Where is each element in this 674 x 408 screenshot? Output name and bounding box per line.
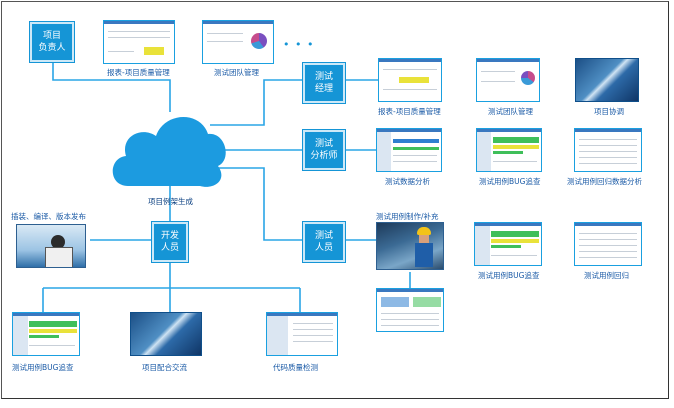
caption-dev-bug: 测试用例BUG追查 [12, 363, 74, 372]
thumb-dev-quality [266, 312, 338, 356]
thumb-analyst-data [376, 128, 442, 172]
caption-analyst-data: 测试数据分析 [385, 177, 430, 186]
role-developer: 开发 人员 [151, 221, 189, 263]
thumb-dev-bug [12, 312, 80, 356]
line-cloud-manager [210, 79, 303, 126]
role-project-lead: 项目 负责人 [29, 21, 75, 63]
line-lead-cloud [52, 62, 171, 112]
role-tester: 测试 人员 [302, 221, 346, 263]
thumb-tester-bug [474, 222, 542, 266]
caption-mgr-coord: 项目协调 [594, 107, 624, 116]
thumb-tester-screen [376, 288, 444, 332]
role-test-analyst: 测试 分析师 [302, 129, 346, 171]
thumb-mgr-team [476, 58, 540, 102]
thumb-analyst-regress [574, 128, 642, 172]
caption-analyst-bug: 测试用例BUG追查 [479, 177, 541, 186]
caption-dev-comm: 项目配合交流 [142, 363, 187, 372]
ellipsis-more: • • • [283, 38, 315, 51]
thumb-lead-reports [103, 20, 175, 64]
thumb-mgr-coord [575, 58, 639, 102]
thumb-tester-make [376, 222, 444, 270]
thumb-dev-comm [130, 312, 202, 356]
thumb-mgr-reports [378, 58, 442, 102]
caption-lead-reports: 报表-项目质量管理 [107, 68, 170, 77]
caption-analyst-regress: 测试用例回归数据分析 [567, 177, 642, 186]
thumb-tester-regress [574, 222, 642, 266]
diagram-border [1, 1, 669, 399]
line-cloud-tester [210, 167, 303, 241]
caption-mgr-reports: 报表-项目质量管理 [378, 107, 441, 116]
caption-lead-team: 测试团队管理 [214, 68, 259, 77]
caption-mgr-team: 测试团队管理 [488, 107, 533, 116]
caption-dev-quality: 代码质量检测 [273, 363, 318, 372]
caption-dev-build: 插装、编译、版本发布 [11, 212, 86, 221]
caption-tester-bug: 测试用例BUG追查 [478, 271, 540, 280]
thumb-dev-build [16, 224, 86, 268]
thumb-analyst-bug [476, 128, 542, 172]
cloud-label: 项目例架生成 [148, 197, 193, 206]
role-test-manager: 测试 经理 [302, 62, 346, 104]
thumb-lead-team [202, 20, 274, 64]
caption-tester-regress: 测试用例回归 [584, 271, 629, 280]
caption-tester-make: 测试用例制作/补充 [376, 212, 439, 221]
cloud-shape [112, 116, 226, 187]
